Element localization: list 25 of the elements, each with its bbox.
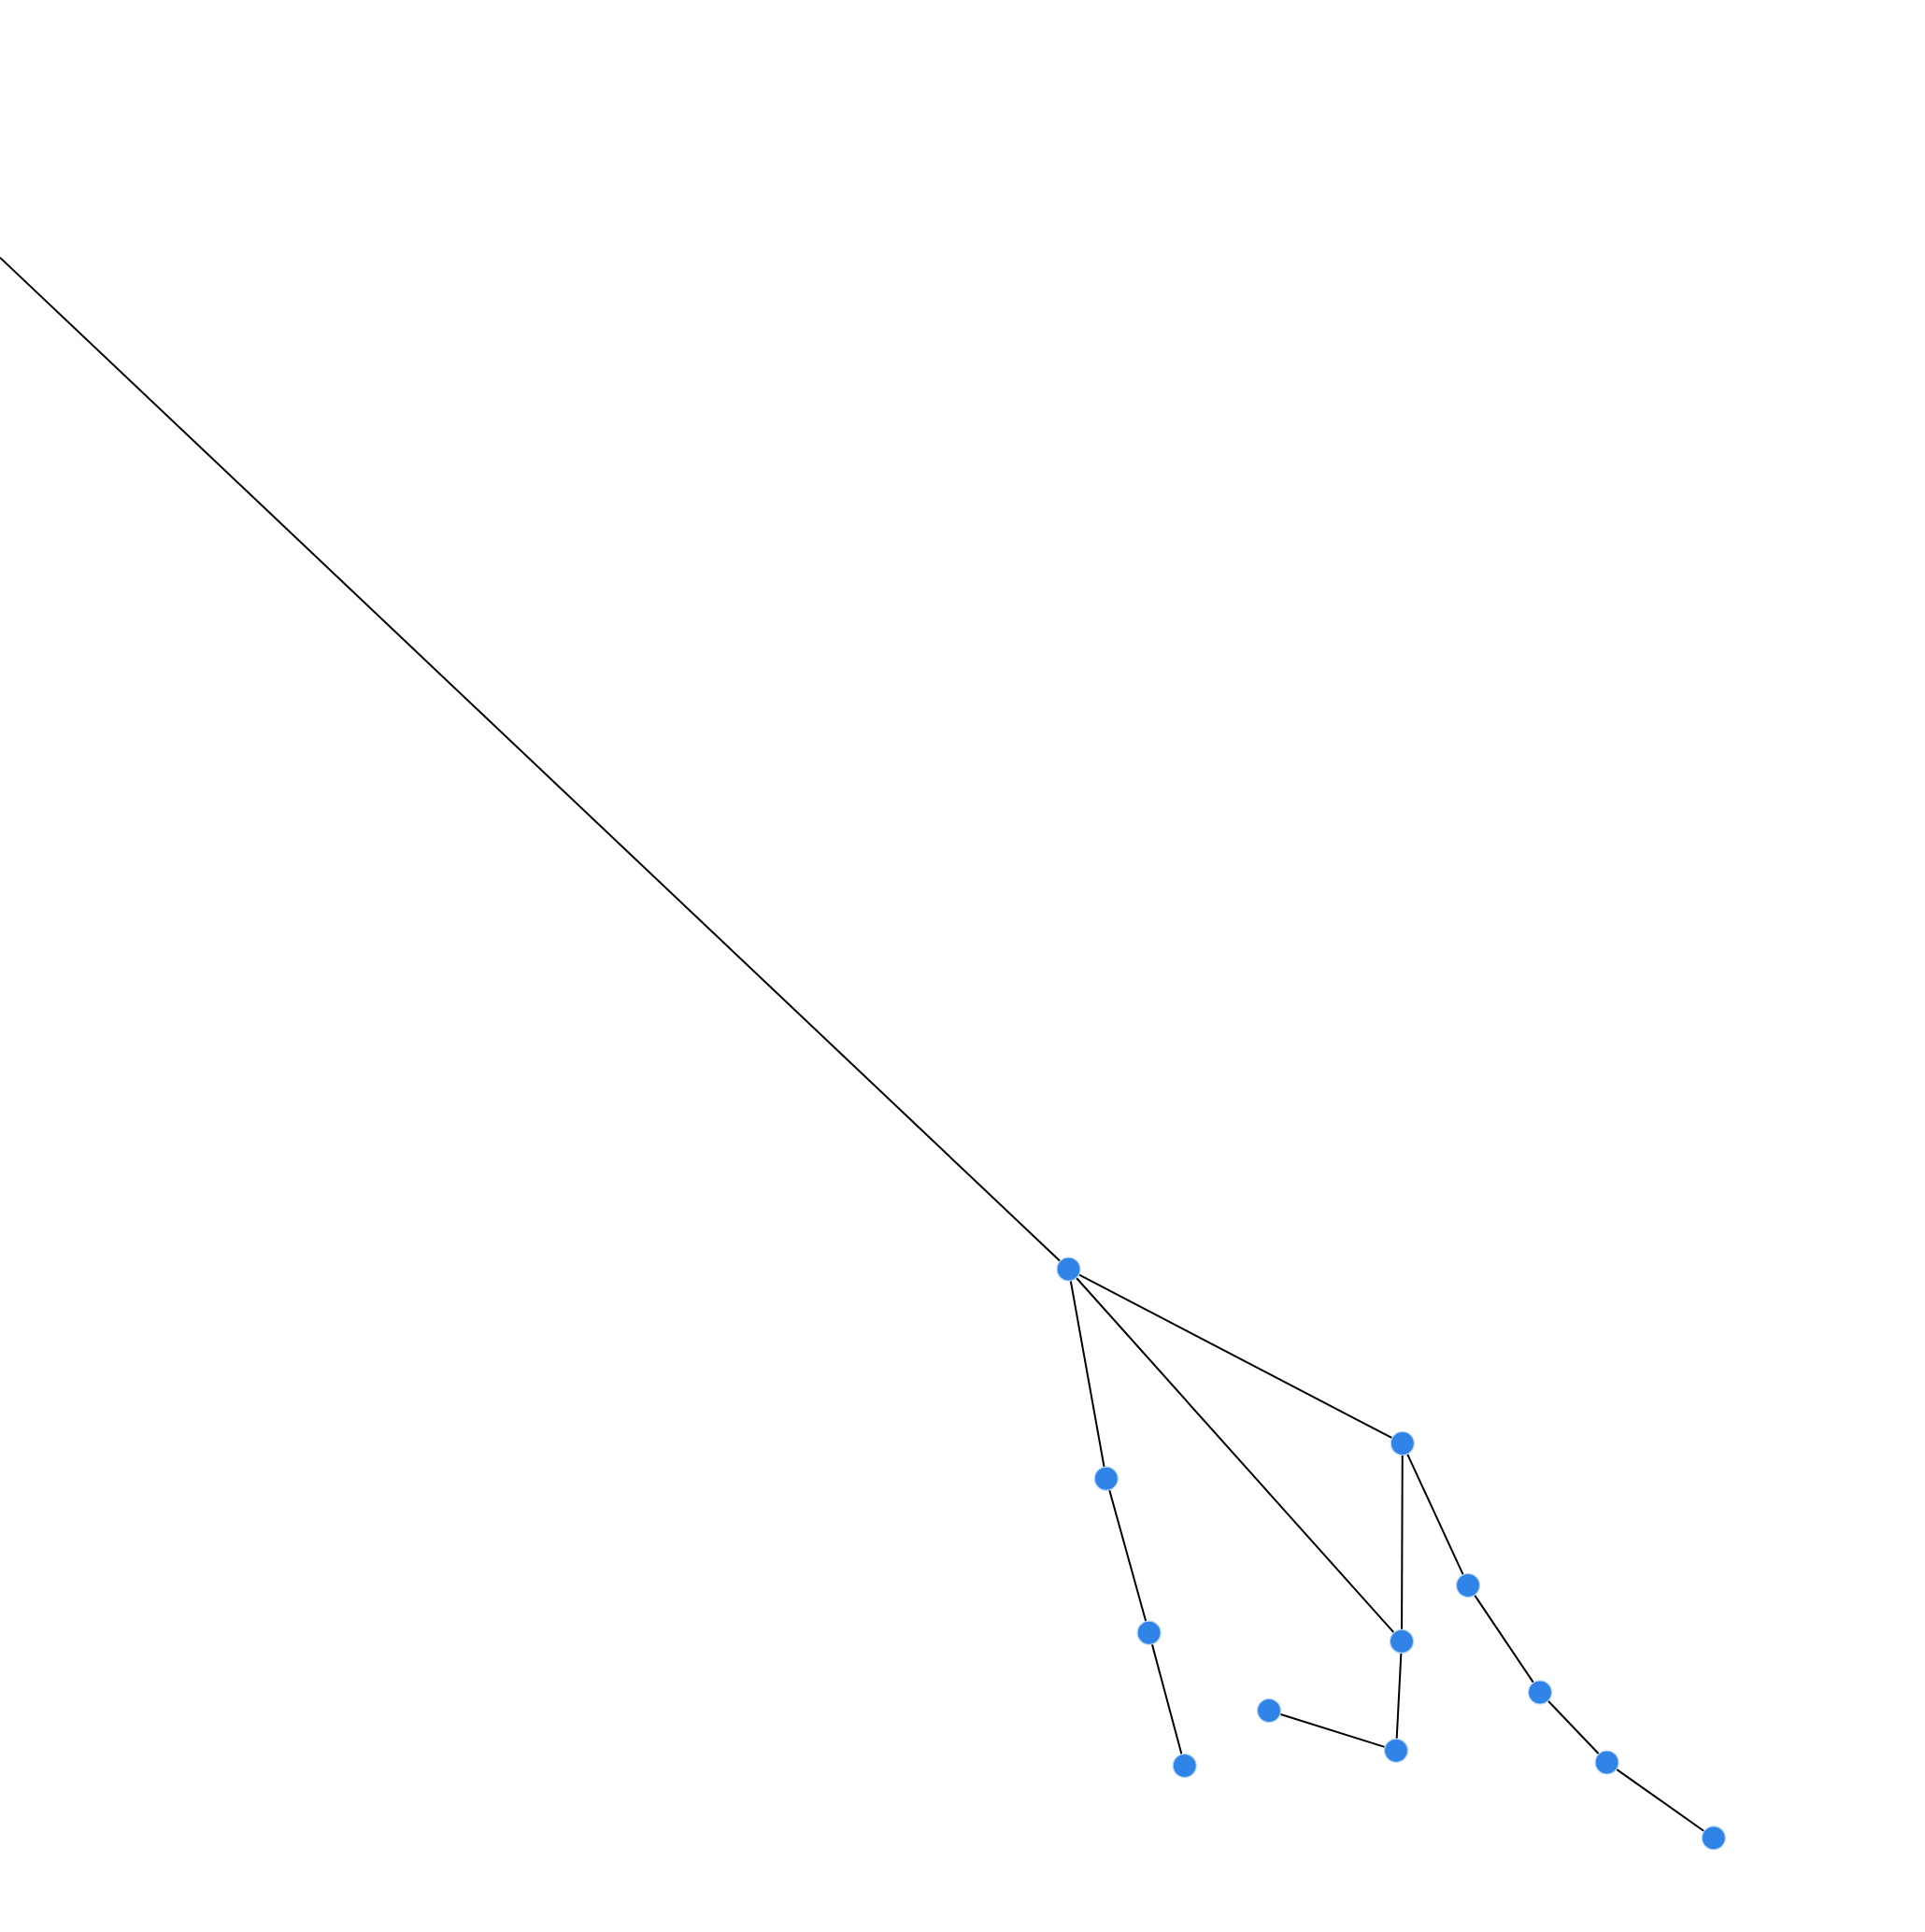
circle-node xyxy=(1136,1620,1162,1645)
connector-line xyxy=(1547,1700,1600,1755)
connector-line xyxy=(1069,1280,1105,1468)
connector-line xyxy=(1078,1273,1393,1439)
connector-line xyxy=(1151,1643,1183,1755)
circle-node xyxy=(1594,1750,1619,1775)
connector-line xyxy=(1395,1653,1403,1740)
connector-line xyxy=(0,256,1061,1262)
circle-node xyxy=(1093,1466,1119,1491)
circle-node xyxy=(1390,1430,1415,1456)
circle-node xyxy=(1383,1738,1409,1763)
connector-line xyxy=(1279,1712,1386,1748)
circle-node xyxy=(1389,1628,1415,1654)
circle-node xyxy=(1256,1698,1282,1724)
connector-line xyxy=(1401,1455,1404,1630)
connector-line xyxy=(1406,1453,1464,1576)
circle-node xyxy=(1172,1753,1197,1779)
circle-node xyxy=(1527,1680,1553,1705)
connector-line xyxy=(1616,1769,1705,1832)
connector-line xyxy=(1076,1277,1395,1634)
circle-node xyxy=(1455,1572,1481,1598)
circle-node xyxy=(1701,1825,1726,1851)
circle-node xyxy=(1056,1257,1081,1282)
connector-line xyxy=(1108,1489,1148,1623)
connector-line xyxy=(1474,1594,1534,1683)
